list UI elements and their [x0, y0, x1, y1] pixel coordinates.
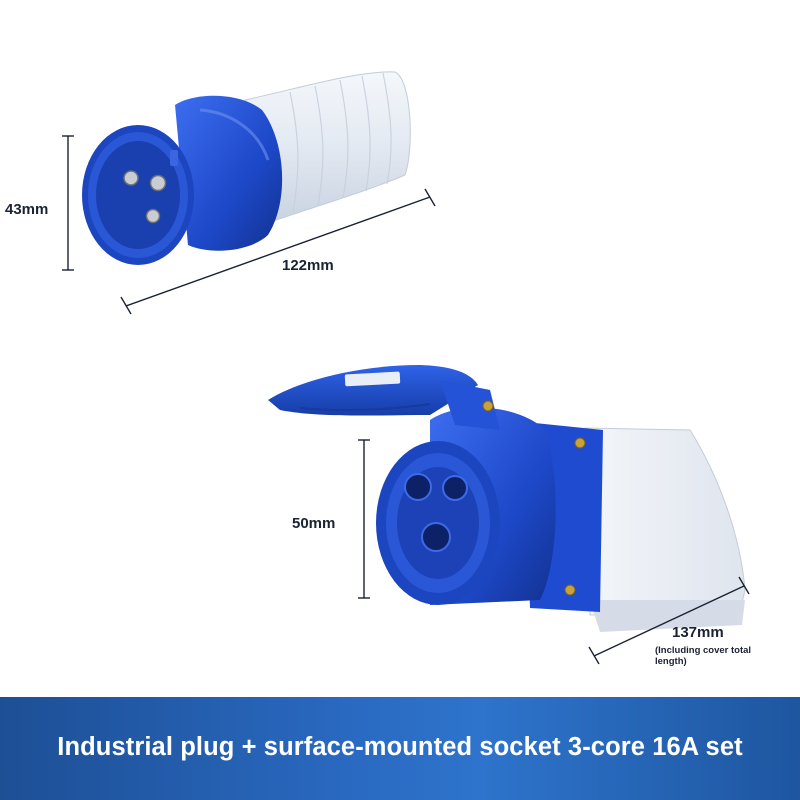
rating-label — [344, 371, 401, 387]
hinged-cover — [268, 365, 478, 416]
socket-dimension-lines — [358, 439, 750, 665]
socket-length-label: 137mm — [672, 624, 724, 641]
plug-length-label: 122mm — [282, 257, 334, 274]
industrial-plug — [82, 71, 411, 265]
socket-hole-icon — [442, 475, 468, 501]
socket-height-label: 50mm — [292, 515, 336, 532]
caption-banner: Industrial plug + surface-mounted socket… — [0, 697, 800, 800]
plug-height-label: 43mm — [5, 201, 49, 218]
pin-icon — [145, 208, 161, 224]
surface-mounted-socket — [268, 365, 746, 632]
socket-length-note: (Including cover total length) — [655, 645, 752, 667]
socket-hole-icon — [404, 473, 432, 501]
socket-hole-icon — [421, 522, 451, 552]
plug-dimension-lines — [62, 135, 436, 315]
pin-icon — [123, 170, 139, 186]
pin-icon — [149, 174, 167, 192]
banner-caption: Industrial plug + surface-mounted socket… — [57, 733, 743, 761]
